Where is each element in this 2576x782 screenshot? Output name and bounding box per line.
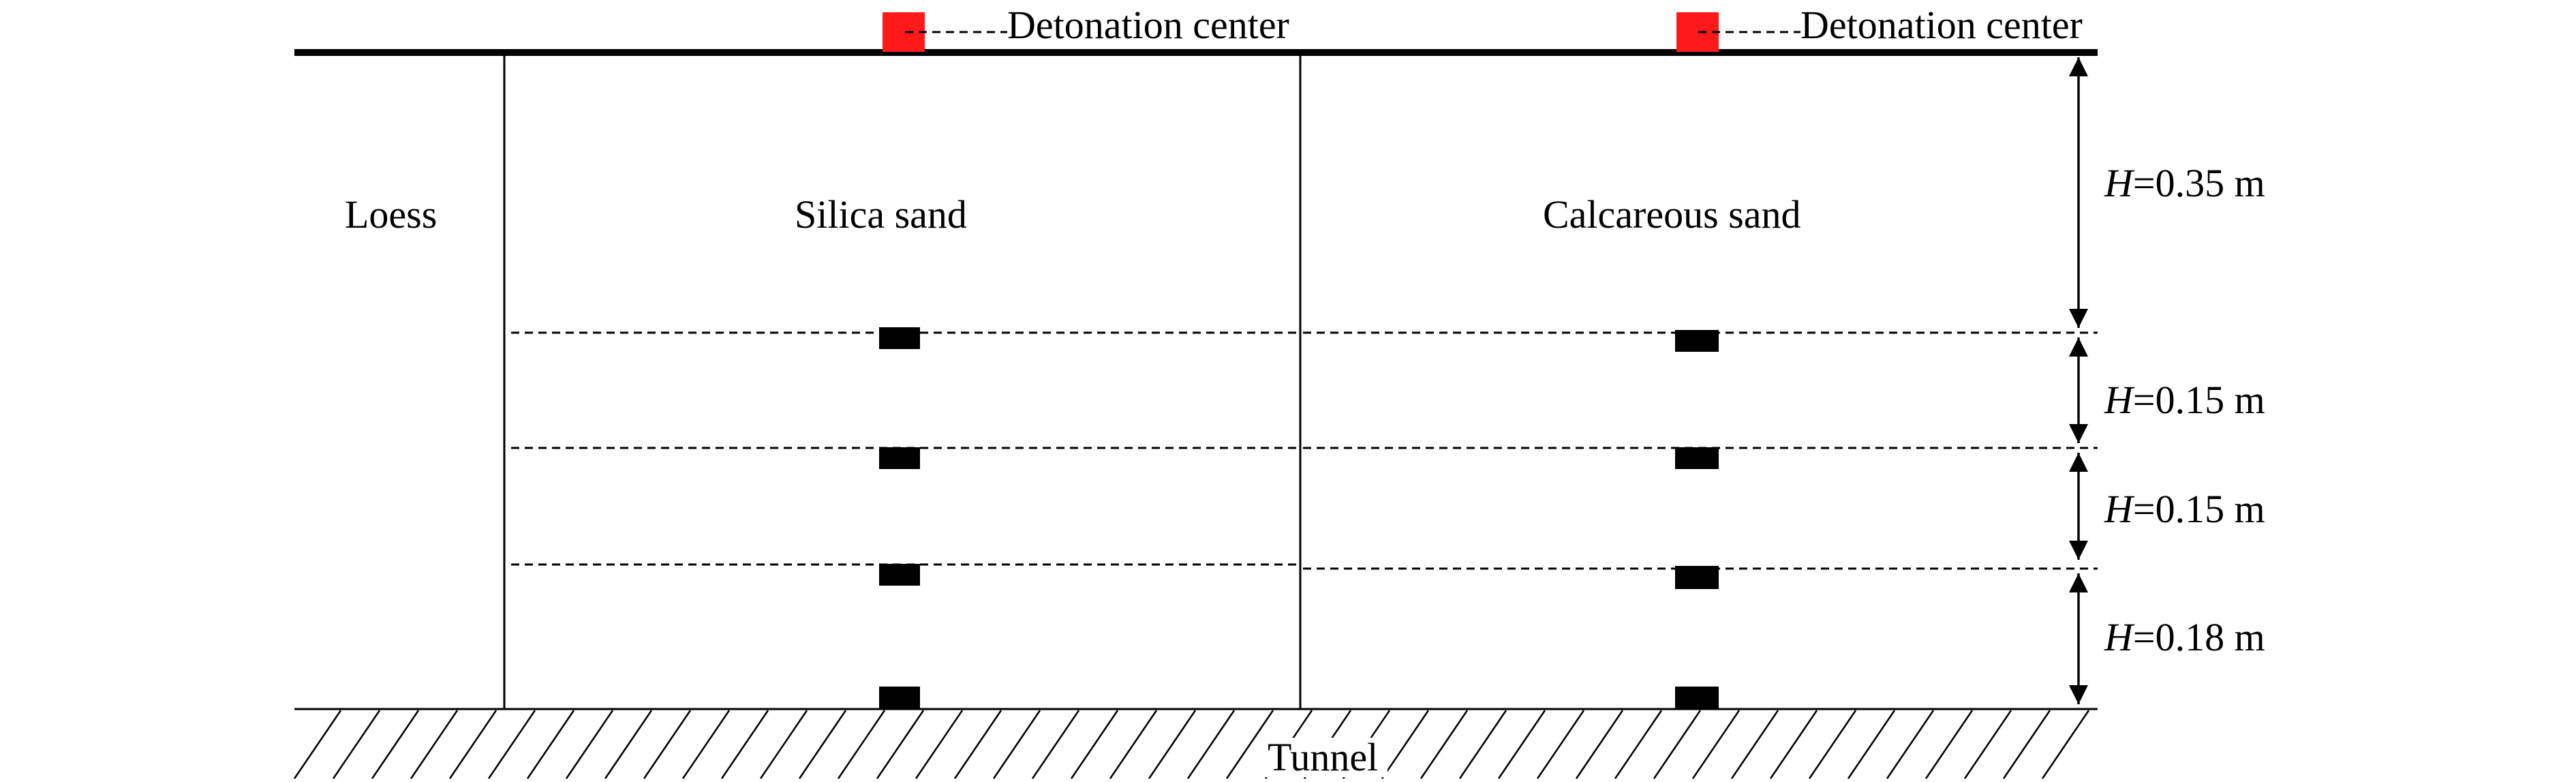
detonation-center-left xyxy=(883,12,925,52)
hatch-line-21 xyxy=(1109,710,1158,779)
hatch-line-20 xyxy=(1070,710,1119,779)
hatch-line-8 xyxy=(604,710,653,779)
hatch-line-42 xyxy=(1925,710,1974,779)
detonation-center-right xyxy=(1676,12,1719,52)
hatch-line-23 xyxy=(1186,710,1236,779)
hatch-line-34 xyxy=(1614,710,1663,779)
hatch-line-17 xyxy=(953,710,1002,779)
hatch-line-31 xyxy=(1497,710,1546,779)
dimension-symbol-2: H xyxy=(2104,378,2133,422)
tunnel-label: Tunnel xyxy=(1258,738,1388,777)
dimension-value-2: =0.15 m xyxy=(2132,378,2265,422)
sensor-silica-2 xyxy=(879,447,920,469)
hatch-line-40 xyxy=(1847,710,1896,779)
hatch-line-38 xyxy=(1769,710,1818,779)
hatch-line-44 xyxy=(2002,710,2051,779)
hatch-line-9 xyxy=(643,710,692,779)
hatch-line-6 xyxy=(526,710,575,779)
hatch-line-41 xyxy=(1886,710,1935,779)
hatch-line-3 xyxy=(410,710,459,779)
hatch-line-1 xyxy=(332,710,381,779)
dimension-label-2: H=0.15 m xyxy=(2104,380,2265,420)
sensor-silica-4 xyxy=(879,687,920,708)
hatch-line-33 xyxy=(1575,710,1624,779)
hatch-line-16 xyxy=(915,710,964,779)
sensor-calcareous-2 xyxy=(1675,447,1719,469)
layer-dashed-lines xyxy=(511,331,2098,570)
hatch-line-5 xyxy=(487,710,536,779)
tunnel-hatching xyxy=(293,710,2090,779)
hatch-line-7 xyxy=(565,710,614,779)
material-label-silica-sand: Silica sand xyxy=(795,192,967,237)
dimension-value-3: =0.15 m xyxy=(2132,487,2265,531)
hatch-line-22 xyxy=(1148,710,1197,779)
hatch-line-36 xyxy=(1691,710,1741,779)
hatch-line-15 xyxy=(876,710,925,779)
dimension-value-1: =0.35 m xyxy=(2132,161,2265,205)
hatch-line-2 xyxy=(371,710,420,779)
sensor-silica-1 xyxy=(879,327,920,349)
sensor-calcareous-3 xyxy=(1675,566,1719,589)
dimension-symbol-3: H xyxy=(2104,487,2133,531)
dimension-label-3: H=0.15 m xyxy=(2104,490,2265,529)
hatch-line-11 xyxy=(720,710,769,779)
material-label-calcareous-sand: Calcareous sand xyxy=(1543,192,1801,237)
hatch-line-32 xyxy=(1536,710,1585,779)
dimension-label-4: H=0.18 m xyxy=(2104,618,2265,657)
sensor-calcareous-4 xyxy=(1675,687,1719,708)
hatch-line-19 xyxy=(1031,710,1080,779)
hatch-line-10 xyxy=(681,710,731,779)
detonation-label-right: Detonation center xyxy=(1800,3,2083,47)
hatch-line-24 xyxy=(1225,710,1274,779)
material-label-loess: Loess xyxy=(345,192,438,237)
hatch-line-28 xyxy=(1381,710,1430,779)
detonation-label-left: Detonation center xyxy=(1007,3,1289,47)
hatch-line-43 xyxy=(1963,710,2012,779)
sensor-calcareous-1 xyxy=(1675,330,1719,352)
hatch-line-35 xyxy=(1653,710,1702,779)
sensor-silica-3 xyxy=(879,564,920,586)
dimension-symbol-4: H xyxy=(2104,615,2133,659)
dimension-symbol-1: H xyxy=(2104,161,2133,205)
hatch-line-18 xyxy=(992,710,1041,779)
dimension-value-4: =0.18 m xyxy=(2132,615,2265,659)
dimension-label-1: H=0.35 m xyxy=(2104,164,2265,203)
hatch-line-39 xyxy=(1808,710,1857,779)
hatch-line-37 xyxy=(1730,710,1779,779)
hatch-line-14 xyxy=(837,710,886,779)
hatch-line-45 xyxy=(2041,710,2090,779)
hatch-line-12 xyxy=(759,710,808,779)
hatch-line-4 xyxy=(448,710,497,779)
hatch-line-29 xyxy=(1420,710,1469,779)
hatch-line-13 xyxy=(798,710,847,779)
hatch-line-0 xyxy=(293,710,342,779)
hatch-line-30 xyxy=(1458,710,1507,779)
